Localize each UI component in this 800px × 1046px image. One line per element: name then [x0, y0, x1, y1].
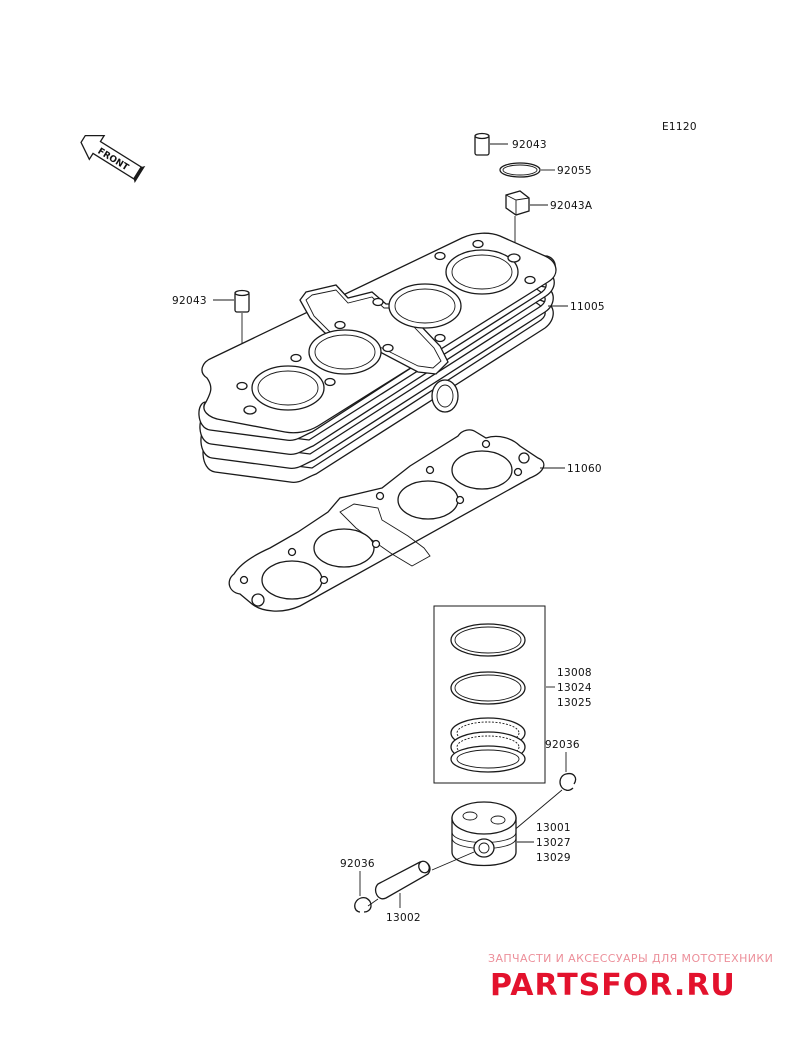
- ring-set-box: [433, 605, 546, 784]
- label-92036-right: 92036: [545, 739, 580, 751]
- piston: [451, 801, 517, 867]
- label-11060: 11060: [567, 463, 602, 475]
- label-92043-left: 92043: [172, 295, 207, 307]
- label-13029: 13029: [536, 852, 571, 864]
- diagram-code: E1120: [662, 121, 697, 133]
- label-92043a: 92043A: [550, 200, 593, 212]
- piston-ring-top: [450, 623, 526, 657]
- circlip-right: [559, 772, 577, 792]
- label-13002: 13002: [386, 912, 421, 924]
- label-92043-top: 92043: [512, 139, 547, 151]
- label-11005: 11005: [570, 301, 605, 313]
- front-arrow-icon: FRONT: [80, 134, 146, 183]
- label-13027: 13027: [536, 837, 571, 849]
- label-13008: 13008: [557, 667, 592, 679]
- piston-pin: [374, 860, 431, 900]
- label-92055: 92055: [557, 165, 592, 177]
- label-13001: 13001: [536, 822, 571, 834]
- watermark-subtitle: ЗАПЧАСТИ И АКСЕССУАРЫ ДЛЯ МОТОТЕХНИКИ: [488, 952, 773, 965]
- watermark-brand: PARTSFOR.RU: [490, 968, 736, 1003]
- piston-ring-second: [450, 671, 526, 705]
- dowel-pin-top: [474, 132, 490, 156]
- circlip-left: [354, 897, 372, 913]
- label-92036-left: 92036: [340, 858, 375, 870]
- piston-oil-ring: [450, 717, 526, 773]
- cylinder-block: [198, 232, 557, 484]
- label-13024: 13024: [557, 682, 592, 694]
- dowel-pin-left: [234, 289, 250, 313]
- label-13025: 13025: [557, 697, 592, 709]
- o-ring: [499, 162, 541, 178]
- base-gasket: [228, 429, 545, 612]
- dowel-pin-a: [505, 190, 530, 216]
